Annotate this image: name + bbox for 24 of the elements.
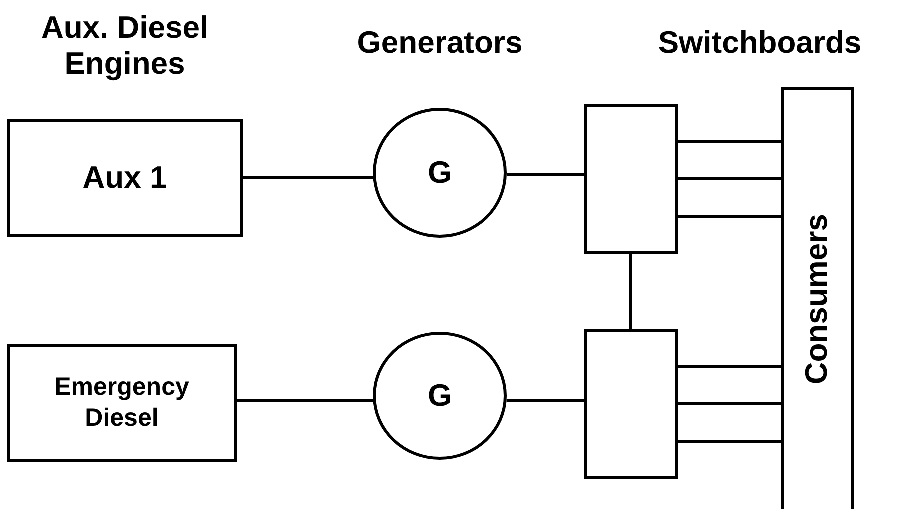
consumers-bar [781, 87, 854, 509]
engine-box [7, 119, 243, 237]
connector-line [678, 440, 781, 444]
engine-box [7, 344, 237, 462]
node-label: Aux 1 [82, 158, 168, 197]
column-heading: Generators [356, 25, 524, 61]
connector-line [506, 174, 584, 176]
switchboard-box [584, 329, 678, 479]
connector-line [678, 366, 781, 368]
connector-line [243, 176, 374, 180]
node-label: G [426, 154, 454, 192]
node-label: Emergency Diesel [54, 372, 190, 434]
connector-line [678, 402, 781, 406]
switchboard-box [584, 104, 678, 254]
column-heading: Switchboards [657, 25, 863, 61]
column-heading: Aux. Diesel Engines [40, 10, 210, 82]
connector-line [630, 254, 632, 329]
connector-line [678, 216, 781, 218]
node-label: Consumers [798, 214, 836, 385]
connector-line [678, 140, 781, 144]
connector-line [678, 178, 781, 180]
connector-line [506, 400, 584, 402]
node-label: G [426, 376, 454, 415]
connector-line [237, 400, 374, 402]
